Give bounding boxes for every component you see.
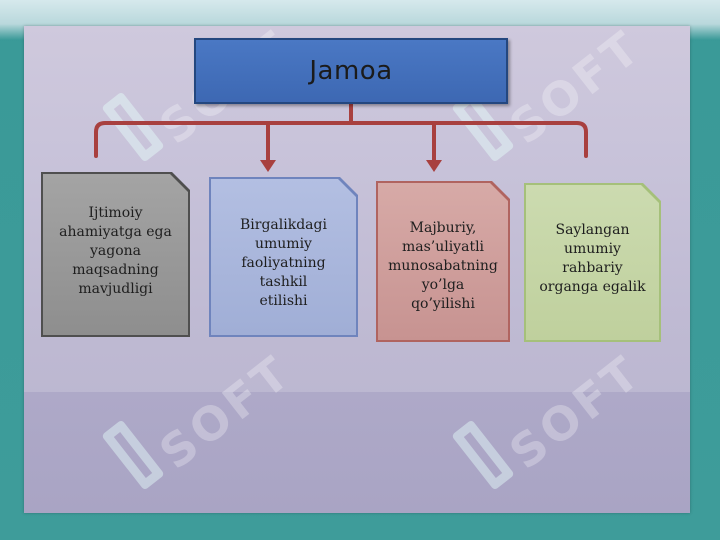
- slide-lower-band: [24, 392, 690, 513]
- arrow-down-icon: [260, 160, 276, 172]
- card-3: Majburiy, mas’uliyatli munosabatning yo’…: [378, 183, 508, 340]
- diagram-title: Jamoa: [309, 56, 393, 86]
- card-4: Saylangan umumiy rahbariy organga egalik: [526, 185, 659, 340]
- card-2: Birgalikdagi umumiy faoliyatning tashkil…: [211, 179, 356, 335]
- card-3-text: Majburiy, mas’uliyatli munosabatning yo’…: [388, 220, 498, 312]
- card-2-text: Birgalikdagi umumiy faoliyatning tashkil…: [240, 217, 327, 309]
- card-4-text: Saylangan umumiy rahbariy organga egalik: [539, 222, 646, 295]
- card-1: Ijtimoiy ahamiyatga ega yagona maqsadnin…: [43, 174, 188, 335]
- connector-bar: [94, 121, 588, 158]
- title-box: Jamoa: [194, 38, 508, 104]
- card-1-text: Ijtimoiy ahamiyatga ega yagona maqsadnin…: [59, 205, 172, 297]
- arrow-down-icon: [426, 160, 442, 172]
